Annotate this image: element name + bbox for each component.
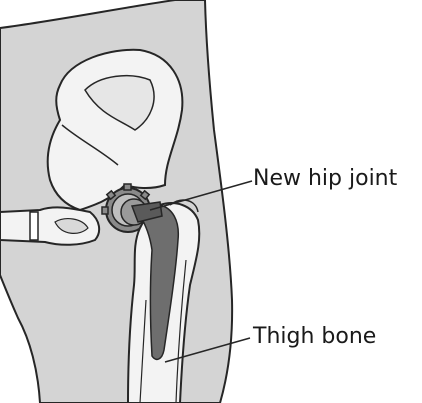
pubic-symphysis bbox=[30, 212, 38, 240]
thigh-bone-label: Thigh bone bbox=[253, 326, 376, 348]
hip-joint-label: New hip joint bbox=[253, 168, 397, 190]
